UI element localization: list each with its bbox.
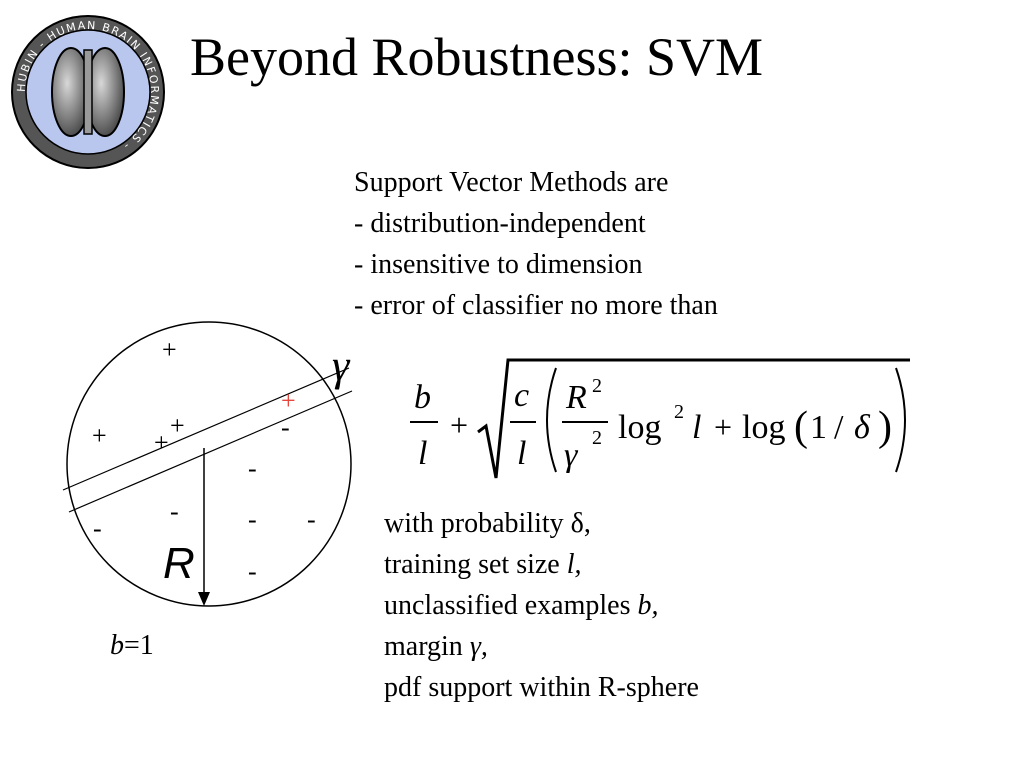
minus-point: - bbox=[248, 557, 257, 586]
formula-plus: + bbox=[450, 407, 468, 443]
note-line: with probability δ, bbox=[384, 508, 591, 539]
formula-b: b bbox=[414, 379, 431, 416]
note-line: training set size l, bbox=[384, 549, 582, 580]
minus-point: - bbox=[307, 505, 316, 534]
b-equals-label: b=1 bbox=[110, 630, 154, 661]
formula-l: l bbox=[418, 435, 427, 472]
radius-arrow-head bbox=[198, 592, 210, 606]
radius-label: R bbox=[163, 539, 195, 588]
formula-paren-small: ( bbox=[794, 404, 808, 450]
slide-title: Beyond Robustness: SVM bbox=[190, 27, 764, 87]
plus-point: + bbox=[170, 411, 185, 440]
sqrt-sign bbox=[477, 358, 910, 479]
formula-c: c bbox=[514, 377, 529, 414]
notes-text: with probability δ, training set size l,… bbox=[384, 503, 699, 708]
intro-line: Support Vector Methods are bbox=[354, 167, 669, 198]
formula-superscript: 2 bbox=[592, 427, 602, 449]
note-line: pdf support within R-sphere bbox=[384, 672, 699, 703]
error-bound-formula: b l + c l R 2 γ 2 log 2 l + log ( 1 / δ … bbox=[410, 358, 910, 479]
brain-icon bbox=[51, 47, 125, 137]
minus-point: - bbox=[281, 413, 290, 442]
formula-paren-close bbox=[895, 367, 906, 473]
minus-point: - bbox=[248, 505, 257, 534]
formula-slash: / bbox=[834, 409, 844, 446]
note-line: unclassified examples b, bbox=[384, 590, 659, 621]
plus-point-highlighted: + bbox=[281, 386, 296, 415]
minus-point: - bbox=[248, 454, 257, 483]
gamma-label: γ bbox=[332, 341, 351, 390]
intro-line: - insensitive to dimension bbox=[354, 249, 643, 280]
formula-gamma: γ bbox=[564, 437, 579, 474]
formula-one: 1 bbox=[810, 409, 827, 446]
r-sphere-circle bbox=[66, 321, 352, 607]
plus-point: + bbox=[162, 335, 177, 364]
formula-paren-small: ) bbox=[878, 404, 892, 450]
margin-line-lower bbox=[68, 390, 353, 513]
formula-plus: + bbox=[714, 409, 732, 445]
hubin-logo: HUBIN - HUMAN BRAIN INFORMATICS - bbox=[11, 15, 165, 169]
plus-point: + bbox=[154, 428, 169, 457]
intro-text: Support Vector Methods are - distributio… bbox=[354, 162, 718, 326]
formula-l: l bbox=[517, 435, 526, 472]
formula-l: l bbox=[692, 409, 701, 446]
minus-point: - bbox=[93, 514, 102, 543]
formula-superscript: 2 bbox=[674, 401, 684, 423]
formula-superscript: 2 bbox=[592, 375, 602, 397]
formula-log: log bbox=[742, 409, 785, 446]
margin-line-upper bbox=[62, 367, 350, 491]
intro-line: - error of classifier no more than bbox=[354, 290, 718, 321]
formula-delta: δ bbox=[854, 409, 871, 446]
note-line: margin γ, bbox=[384, 631, 488, 662]
intro-line: - distribution-independent bbox=[354, 208, 646, 239]
formula-R: R bbox=[565, 379, 587, 416]
formula-paren-open bbox=[546, 367, 557, 473]
formula-log: log bbox=[618, 409, 661, 446]
minus-point: - bbox=[170, 497, 179, 526]
plus-point: + bbox=[92, 421, 107, 450]
